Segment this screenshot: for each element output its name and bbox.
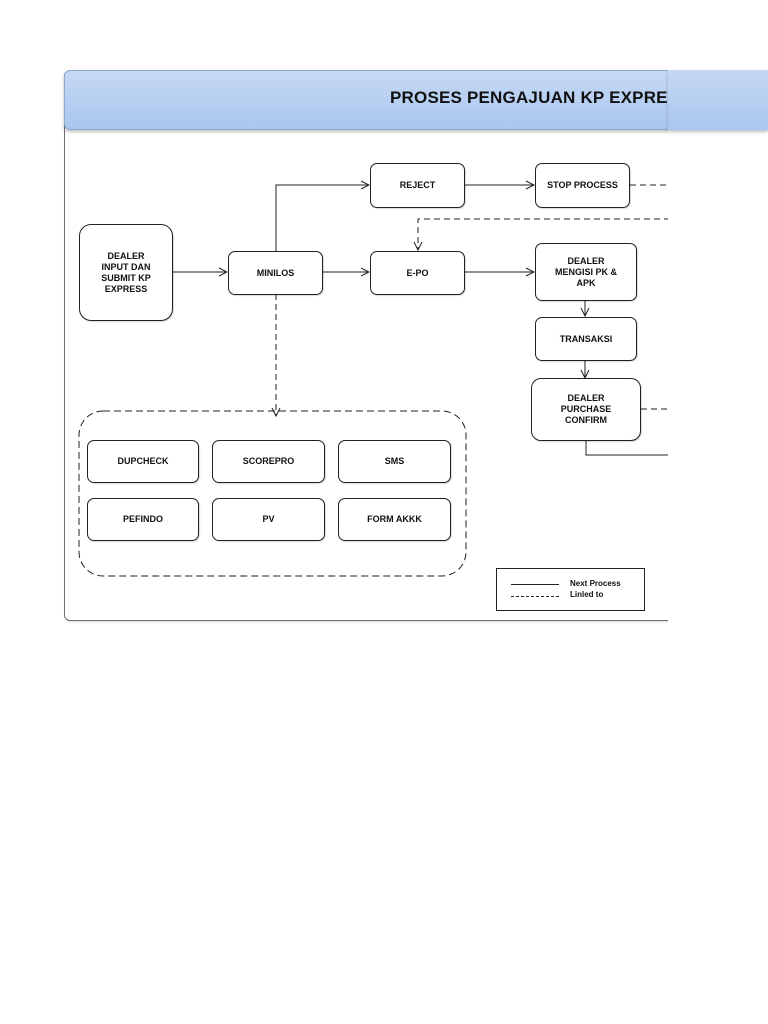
legend-linked-to-label: Linled to bbox=[570, 590, 604, 599]
legend-next-process-label: Next Process bbox=[570, 579, 621, 588]
node-pefindo: PEFINDO bbox=[87, 498, 199, 541]
dashed-link-to-epo bbox=[418, 218, 700, 250]
arrow-minilos-to-reject bbox=[275, 185, 369, 251]
node-reject: REJECT bbox=[370, 163, 465, 208]
title-bar bbox=[64, 70, 768, 130]
line-dealer-purchase-out bbox=[585, 441, 700, 456]
title-bar-edge bbox=[668, 70, 768, 130]
diagram-title: PROSES PENGAJUAN KP EXPRESS bbox=[390, 88, 691, 107]
node-dealer-purchase: DEALER PURCHASE CONFIRM bbox=[531, 378, 641, 441]
node-stop-process: STOP PROCESS bbox=[535, 163, 630, 208]
node-scorepro: SCOREPRO bbox=[212, 440, 325, 483]
page-right-crop bbox=[668, 0, 768, 1024]
node-pv: PV bbox=[212, 498, 325, 541]
legend-dashed-line bbox=[511, 596, 559, 597]
node-form-akkk: FORM AKKK bbox=[338, 498, 451, 541]
checks-group-container bbox=[78, 410, 467, 577]
node-transaksi: TRANSAKSI bbox=[535, 317, 637, 361]
legend: Next Process Linled to bbox=[496, 568, 645, 611]
node-dealer-mengisi: DEALER MENGISI PK & APK bbox=[535, 243, 637, 301]
node-dealer-input: DEALER INPUT DAN SUBMIT KP EXPRESS bbox=[79, 224, 173, 321]
node-minilos: MINILOS bbox=[228, 251, 323, 295]
node-sms: SMS bbox=[338, 440, 451, 483]
legend-solid-line bbox=[511, 584, 559, 585]
node-epo: E-PO bbox=[370, 251, 465, 295]
node-dupcheck: DUPCHECK bbox=[87, 440, 199, 483]
